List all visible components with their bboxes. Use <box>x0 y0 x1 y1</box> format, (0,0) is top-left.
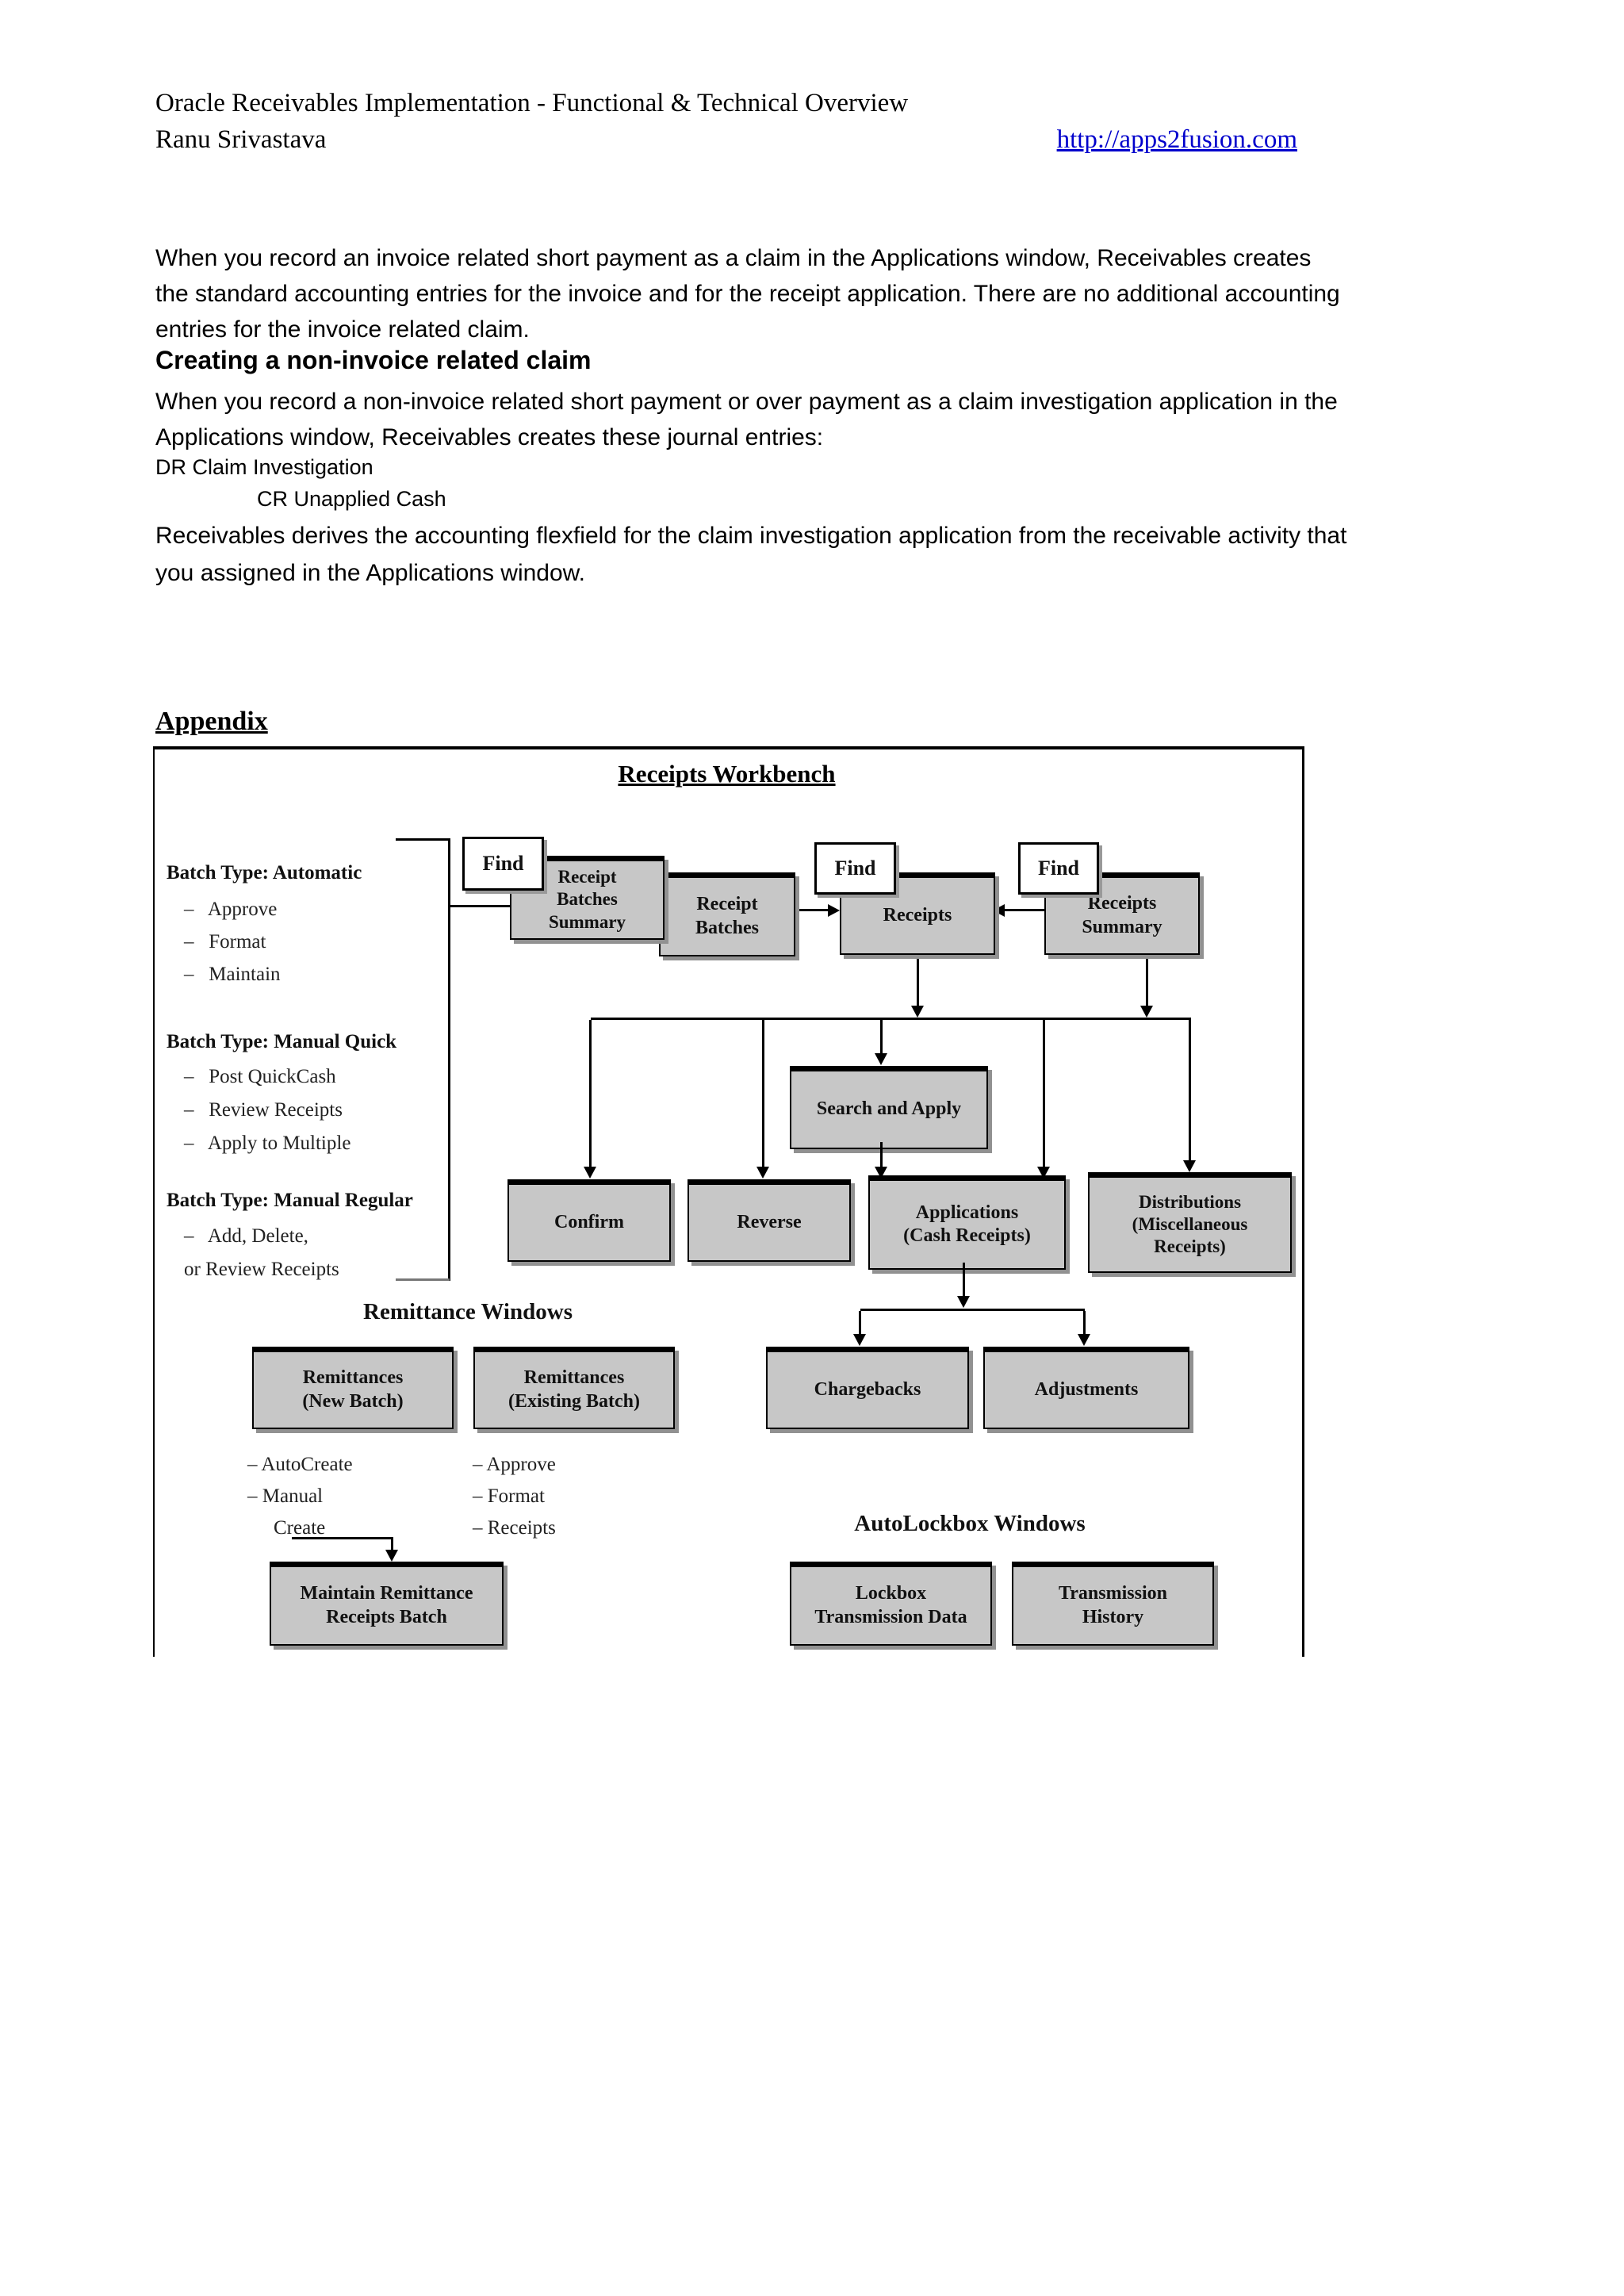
find-label: Find <box>482 852 524 875</box>
list-item: – Maintain <box>184 964 281 985</box>
list-item: – Format <box>184 931 266 953</box>
list-item: – Format <box>473 1485 545 1507</box>
box-receipt-batches-summary: Receipt Batches Summary <box>510 856 665 940</box>
autolockbox-windows-heading: AutoLockbox Windows <box>854 1511 1086 1536</box>
paragraph-flexfield: Receivables derives the accounting flexf… <box>155 517 1346 592</box>
arrow-down-icon <box>1183 1160 1196 1172</box>
box-transmission-history: Transmission History <box>1012 1562 1214 1646</box>
bracket-vertical-line <box>448 838 450 1281</box>
section-heading: Creating a non-invoice related claim <box>155 346 592 374</box>
find-label: Find <box>834 857 876 880</box>
box-receipts-summary: Receipts Summary <box>1044 872 1200 955</box>
find-button-receipt-batches: Find <box>462 837 544 891</box>
remittance-windows-heading: Remittance Windows <box>363 1299 573 1324</box>
list-item: – AutoCreate <box>247 1454 353 1475</box>
box-remittances-existing-batch: Remittances (Existing Batch) <box>473 1347 675 1429</box>
list-item: – Apply to Multiple <box>184 1133 351 1154</box>
paragraph-non-invoice-claim: When you record a non-invoice related sh… <box>155 384 1338 455</box>
arrow-down-icon <box>875 1053 887 1065</box>
paragraph-line: When you record an invoice related short… <box>155 245 1312 271</box>
paragraph-line: entries for the invoice related claim. <box>155 316 530 343</box>
list-item: – Receipts <box>473 1517 556 1539</box>
connector-line <box>1004 909 1044 911</box>
page-title: Oracle Receivables Implementation - Func… <box>155 89 909 117</box>
arrow-down-icon <box>957 1296 970 1308</box>
box-remittances-new-batch: Remittances (New Batch) <box>252 1347 454 1429</box>
batch-type-manual-quick-header: Batch Type: Manual Quick <box>167 1031 397 1052</box>
bracket-bottom-line <box>396 1278 450 1281</box>
arrow-down-icon <box>1140 1006 1153 1018</box>
list-item: – Add, Delete, <box>184 1225 308 1247</box>
paragraph-line: you assigned in the Applications window. <box>155 560 586 586</box>
connector-line <box>963 1263 965 1297</box>
box-applications-cash-receipts: Applications (Cash Receipts) <box>868 1175 1066 1270</box>
connector-line <box>1189 1020 1191 1161</box>
connector-line <box>1043 1020 1045 1167</box>
connector-line <box>917 948 919 1010</box>
arrow-down-icon <box>1078 1334 1090 1346</box>
list-item: Create <box>274 1517 326 1539</box>
connector-line <box>791 909 829 911</box>
paragraph-line: Receivables derives the accounting flexf… <box>155 523 1347 549</box>
list-item: – Post QuickCash <box>184 1066 336 1087</box>
author-name: Ranu Srivastava <box>155 125 327 154</box>
arrow-left-icon <box>993 904 1005 917</box>
journal-entry-dr: DR Claim Investigation <box>155 455 373 479</box>
box-maintain-remittance-receipts-batch: Maintain Remittance Receipts Batch <box>270 1562 504 1646</box>
connector-line <box>860 1309 1085 1311</box>
author-row: Ranu Srivastava http://apps2fusion.com <box>155 125 1297 155</box>
paragraph-line: When you record a non-invoice related sh… <box>155 389 1338 415</box>
bracket-connector-line <box>449 905 510 907</box>
box-reverse: Reverse <box>688 1179 851 1262</box>
batch-type-automatic-header: Batch Type: Automatic <box>167 862 362 884</box>
connector-line <box>391 1537 393 1551</box>
list-item: or Review Receipts <box>184 1259 339 1280</box>
arrow-right-icon <box>828 904 840 917</box>
list-item: – Approve <box>473 1454 556 1475</box>
box-search-and-apply: Search and Apply <box>790 1066 988 1149</box>
diagram-frame <box>153 746 1304 1657</box>
find-button-receipts: Find <box>814 842 896 895</box>
list-item: – Manual <box>247 1485 324 1507</box>
box-receipt-batches: Receipt Batches <box>659 872 795 956</box>
paragraph-line: the standard accounting entries for the … <box>155 281 1340 307</box>
list-item: – Approve <box>184 899 278 920</box>
arrow-down-icon <box>911 1006 924 1018</box>
connector-line <box>859 1311 861 1335</box>
apps2fusion-link[interactable]: http://apps2fusion.com <box>1056 125 1297 154</box>
distribution-line <box>591 1018 1191 1020</box>
connector-line <box>880 1020 883 1054</box>
journal-entry-cr: CR Unapplied Cash <box>257 487 446 511</box>
box-adjustments: Adjustments <box>983 1347 1189 1429</box>
arrow-down-icon <box>853 1334 866 1346</box>
arrow-down-icon <box>584 1167 596 1179</box>
batch-type-manual-regular-header: Batch Type: Manual Regular <box>167 1190 413 1211</box>
bracket-top-line <box>396 838 450 841</box>
appendix-heading: Appendix <box>155 707 268 736</box>
connector-line <box>1083 1311 1086 1335</box>
diagram-title: Receipts Workbench <box>618 760 836 788</box>
paragraph-invoice-claim: When you record an invoice related short… <box>155 240 1340 347</box>
box-distributions-misc-receipts: Distributions (Miscellaneous Receipts) <box>1088 1172 1292 1273</box>
connector-line <box>880 1142 883 1167</box>
connector-line <box>1146 948 1148 1010</box>
box-chargebacks: Chargebacks <box>766 1347 969 1429</box>
find-label: Find <box>1037 857 1080 880</box>
connector-line <box>589 1020 592 1167</box>
box-lockbox-transmission-data: Lockbox Transmission Data <box>790 1562 992 1646</box>
find-button-receipts-summary: Find <box>1018 842 1099 895</box>
list-item: – Review Receipts <box>184 1099 343 1121</box>
arrow-down-icon <box>756 1167 769 1179</box>
connector-line <box>292 1537 393 1539</box>
box-confirm: Confirm <box>508 1179 671 1262</box>
arrow-down-icon <box>385 1550 398 1562</box>
paragraph-line: Applications window, Receivables creates… <box>155 424 824 450</box>
connector-line <box>762 1020 764 1167</box>
